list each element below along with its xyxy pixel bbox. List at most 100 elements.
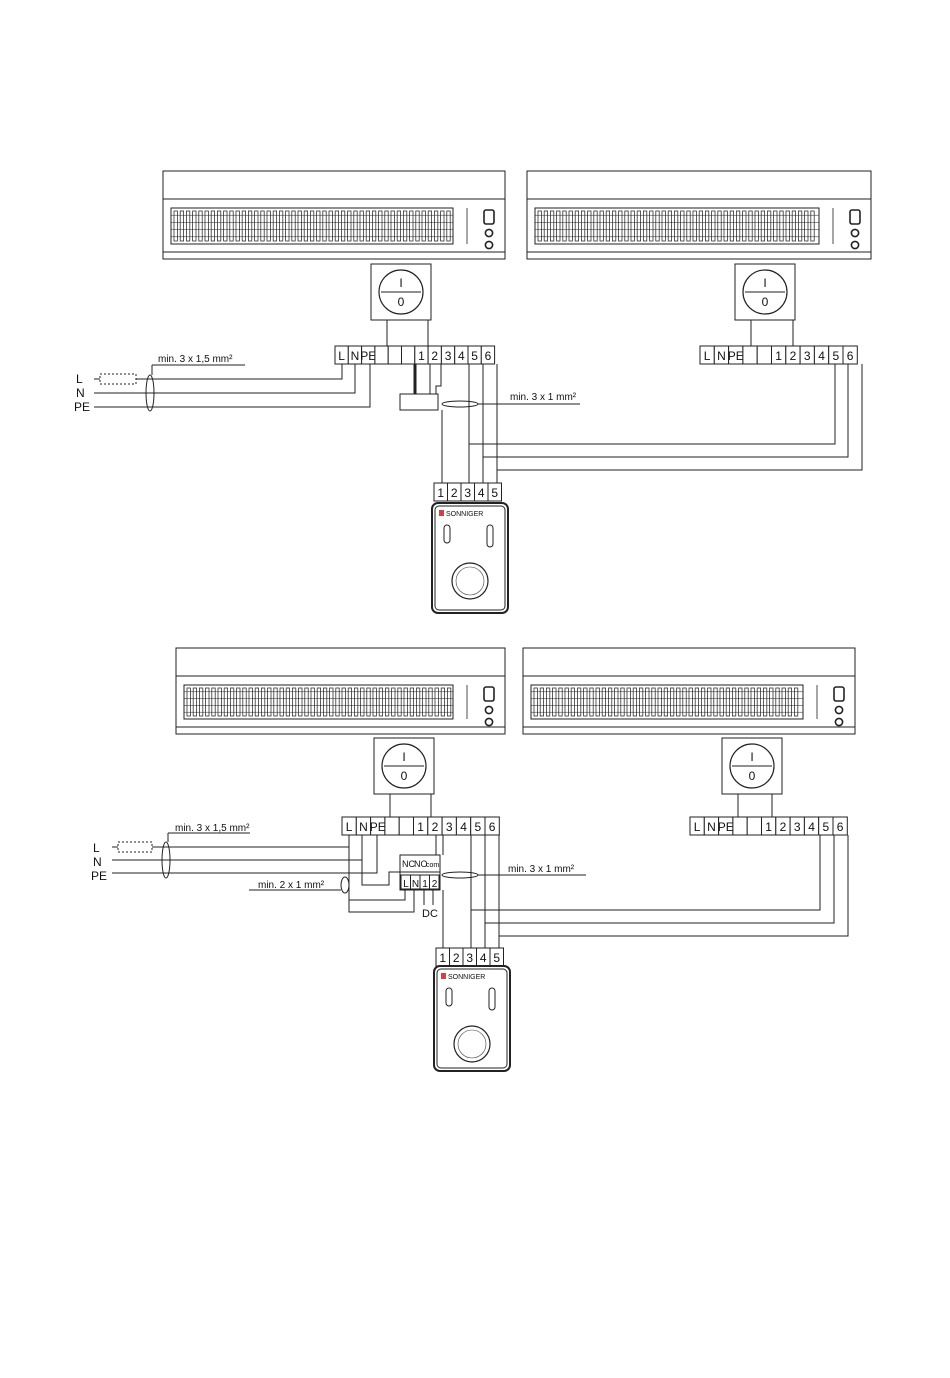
terminal-label: 1: [437, 486, 444, 500]
terminal-cell: [747, 817, 761, 835]
temperature-dial: [454, 1026, 490, 1062]
thermostat-brand: SONNIGER: [446, 511, 483, 518]
terminal-label: 3: [445, 349, 452, 363]
switch-on-label: I: [763, 276, 766, 290]
mains-label-n: N: [76, 386, 85, 400]
terminal-label: 3: [466, 951, 473, 965]
relay-dc-label: DC: [422, 908, 438, 920]
terminal-label: PE: [360, 349, 376, 363]
wire: [112, 835, 377, 873]
cable-sheath: [442, 401, 478, 407]
terminal-label: 1: [439, 951, 446, 965]
fuse-symbol: [100, 374, 136, 384]
terminal-label: L: [694, 820, 701, 834]
relay-terminal-label: 1: [422, 879, 428, 890]
terminal-label: L: [704, 349, 711, 363]
terminal-label: N: [359, 820, 368, 834]
terminal-label: L: [338, 349, 345, 363]
grille-slats: [171, 211, 453, 241]
relay-label: com: [426, 862, 439, 869]
heater-control-switch: [484, 210, 494, 224]
heater-indicator-lamp: [485, 229, 492, 236]
dc-cable-label: min. 2 x 1 mm²: [258, 880, 325, 891]
terminal-label: 3: [794, 820, 801, 834]
terminal-label: 2: [790, 349, 797, 363]
mains-cable-label: min. 3 x 1,5 mm²: [158, 354, 233, 365]
heater-indicator-lamp: [485, 718, 492, 725]
heater-control-switch: [834, 687, 844, 701]
terminal-cell: [757, 346, 771, 364]
terminal-label: 5: [493, 951, 500, 965]
terminal-label: 6: [489, 820, 496, 834]
air-curtain-unit: [527, 171, 871, 259]
heater-indicator-lamp: [835, 706, 842, 713]
terminal-label: 3: [446, 820, 453, 834]
wire: [483, 364, 848, 457]
mains-label-pe: PE: [74, 400, 90, 414]
terminal-label: 4: [480, 951, 487, 965]
mode-switch: [444, 525, 450, 543]
terminal-cell: [399, 817, 413, 835]
terminal-label: 2: [453, 951, 460, 965]
terminal-label: 5: [823, 820, 830, 834]
terminal-cell: [402, 346, 415, 364]
relay-terminal-label: L: [403, 879, 409, 890]
terminal-label: 2: [431, 349, 438, 363]
mains-label-l: L: [76, 372, 83, 386]
terminal-label: 4: [460, 820, 467, 834]
wire: [497, 364, 862, 470]
terminal-label: N: [707, 820, 716, 834]
air-curtain-unit: [163, 171, 505, 259]
heater-indicator-lamp: [485, 706, 492, 713]
terminal-strip-right: LNPE123456: [690, 817, 847, 835]
wire: [349, 890, 414, 912]
cable-sheath: [442, 872, 478, 878]
wire: [152, 835, 349, 847]
brand-mark-icon: [441, 973, 446, 979]
terminal-cell: [388, 346, 401, 364]
mode-switch: [446, 988, 452, 1006]
terminal-label: 4: [458, 349, 465, 363]
wire: [499, 835, 848, 936]
room-thermostat: SONNIGER: [434, 966, 510, 1071]
mains-label-pe: PE: [91, 869, 107, 883]
terminal-label: 6: [837, 820, 844, 834]
switch-off-label: 0: [398, 295, 405, 309]
main-switch: I0: [371, 264, 431, 320]
relay-module: NCNOcomLN12DC: [400, 855, 440, 920]
relay-terminal-label: 2: [432, 879, 438, 890]
heater-control-switch: [850, 210, 860, 224]
switch-on-label: I: [399, 276, 402, 290]
mains-supply: LNPEmin. 3 x 1,5 mm²: [91, 823, 377, 883]
cable-sheath: [341, 877, 349, 893]
terminal-label: 2: [432, 820, 439, 834]
grille-slats: [535, 211, 819, 241]
terminal-label: N: [717, 349, 726, 363]
fan-switch: [489, 988, 495, 1010]
terminal-label: 4: [818, 349, 825, 363]
main-switch: I0: [722, 738, 782, 794]
mains-cable-label: min. 3 x 1,5 mm²: [175, 823, 250, 834]
switch-on-label: I: [750, 750, 753, 764]
terminal-label: 6: [485, 349, 492, 363]
terminal-label: L: [346, 820, 353, 834]
wire: [436, 364, 441, 394]
mains-label-n: N: [93, 855, 102, 869]
terminal-label: 5: [471, 349, 478, 363]
air-curtain-unit: [523, 648, 855, 734]
control-cable-label: min. 3 x 1 mm²: [508, 864, 575, 875]
room-thermostat: SONNIGER: [432, 503, 508, 613]
terminal-label: 4: [808, 820, 815, 834]
switch-off-label: 0: [401, 769, 408, 783]
temperature-dial: [452, 563, 488, 599]
heater-indicator-lamp: [485, 241, 492, 248]
terminal-cell: [385, 817, 399, 835]
terminal-cell: [375, 346, 388, 364]
switch-off-label: 0: [762, 295, 769, 309]
wire: [136, 364, 342, 379]
